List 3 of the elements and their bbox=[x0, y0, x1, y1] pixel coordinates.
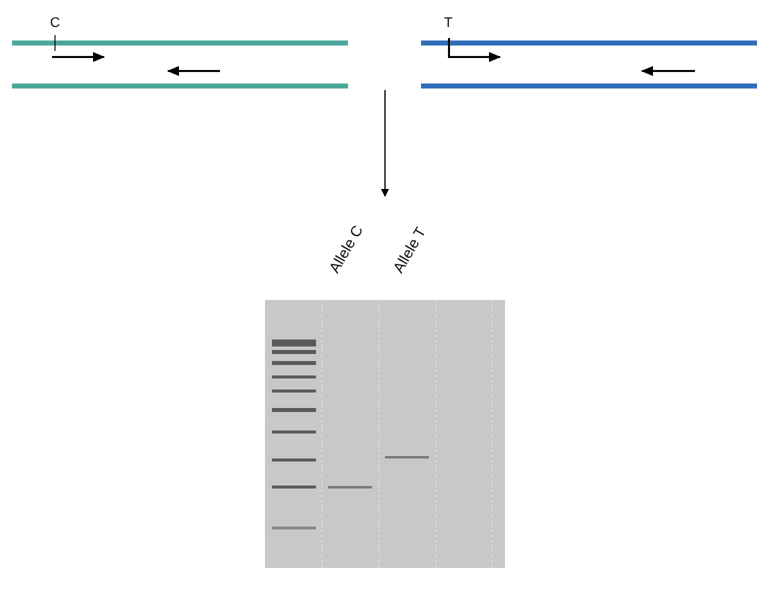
base-label: C bbox=[50, 14, 60, 30]
arrow bbox=[381, 90, 389, 197]
base-label: T bbox=[444, 14, 453, 30]
